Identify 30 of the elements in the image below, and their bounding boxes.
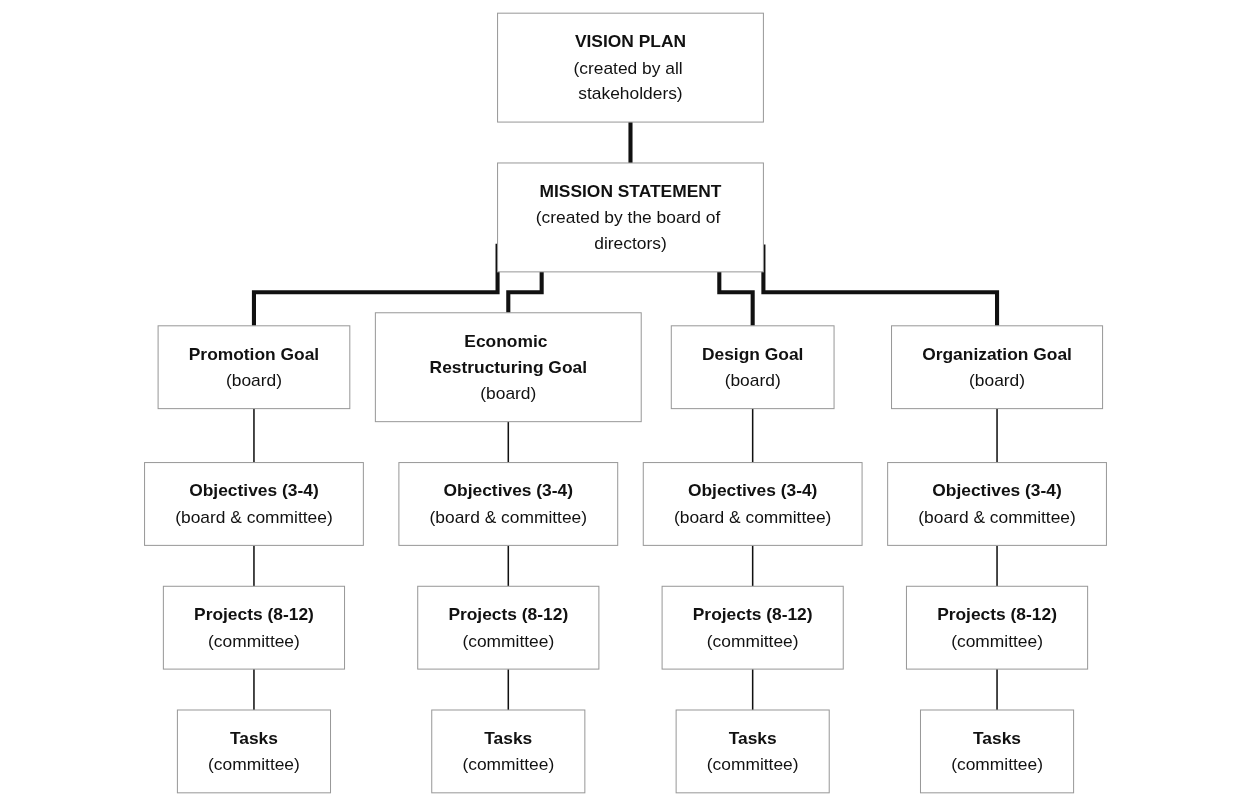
node-box: Objectives (3-4) (board & committee) [144, 462, 364, 546]
node-box: VISION PLAN (created by all stakeholders) [497, 12, 764, 123]
node-box: Tasks (committee) [920, 709, 1075, 794]
connector [507, 668, 510, 711]
connector [253, 407, 255, 464]
node-box: Organization Goal (board) [891, 325, 1104, 410]
connector [253, 544, 255, 588]
connector [996, 544, 998, 588]
node-box: Projects (8-12) (committee) [661, 585, 844, 670]
connector [751, 407, 754, 464]
node-box: Projects (8-12) (committee) [417, 585, 600, 670]
node-box: Objectives (3-4) (board & committee) [398, 462, 619, 546]
connector [507, 420, 510, 464]
connector [507, 544, 510, 588]
node-box: Tasks (committee) [431, 709, 586, 794]
node-box: MISSION STATEMENT (created by the board of directors) [497, 162, 764, 273]
node-box: Tasks (committee) [176, 709, 331, 794]
node-box: Tasks (committee) [675, 709, 830, 794]
connector [751, 668, 754, 711]
connector [996, 668, 998, 711]
node-box: Objectives (3-4) (board & committee) [887, 462, 1107, 546]
node-box: Objectives (3-4) (board & committee) [642, 462, 863, 546]
connector [253, 668, 255, 711]
node-box: Promotion Goal (board) [157, 325, 351, 410]
node-box: Projects (8-12) (committee) [162, 585, 346, 670]
node-box: Economic Restructuring Goal (board) [374, 312, 642, 423]
connector [751, 544, 754, 588]
node-box: Projects (8-12) (committee) [905, 585, 1089, 670]
connector [996, 407, 998, 464]
node-box: Design Goal (board) [670, 325, 835, 410]
